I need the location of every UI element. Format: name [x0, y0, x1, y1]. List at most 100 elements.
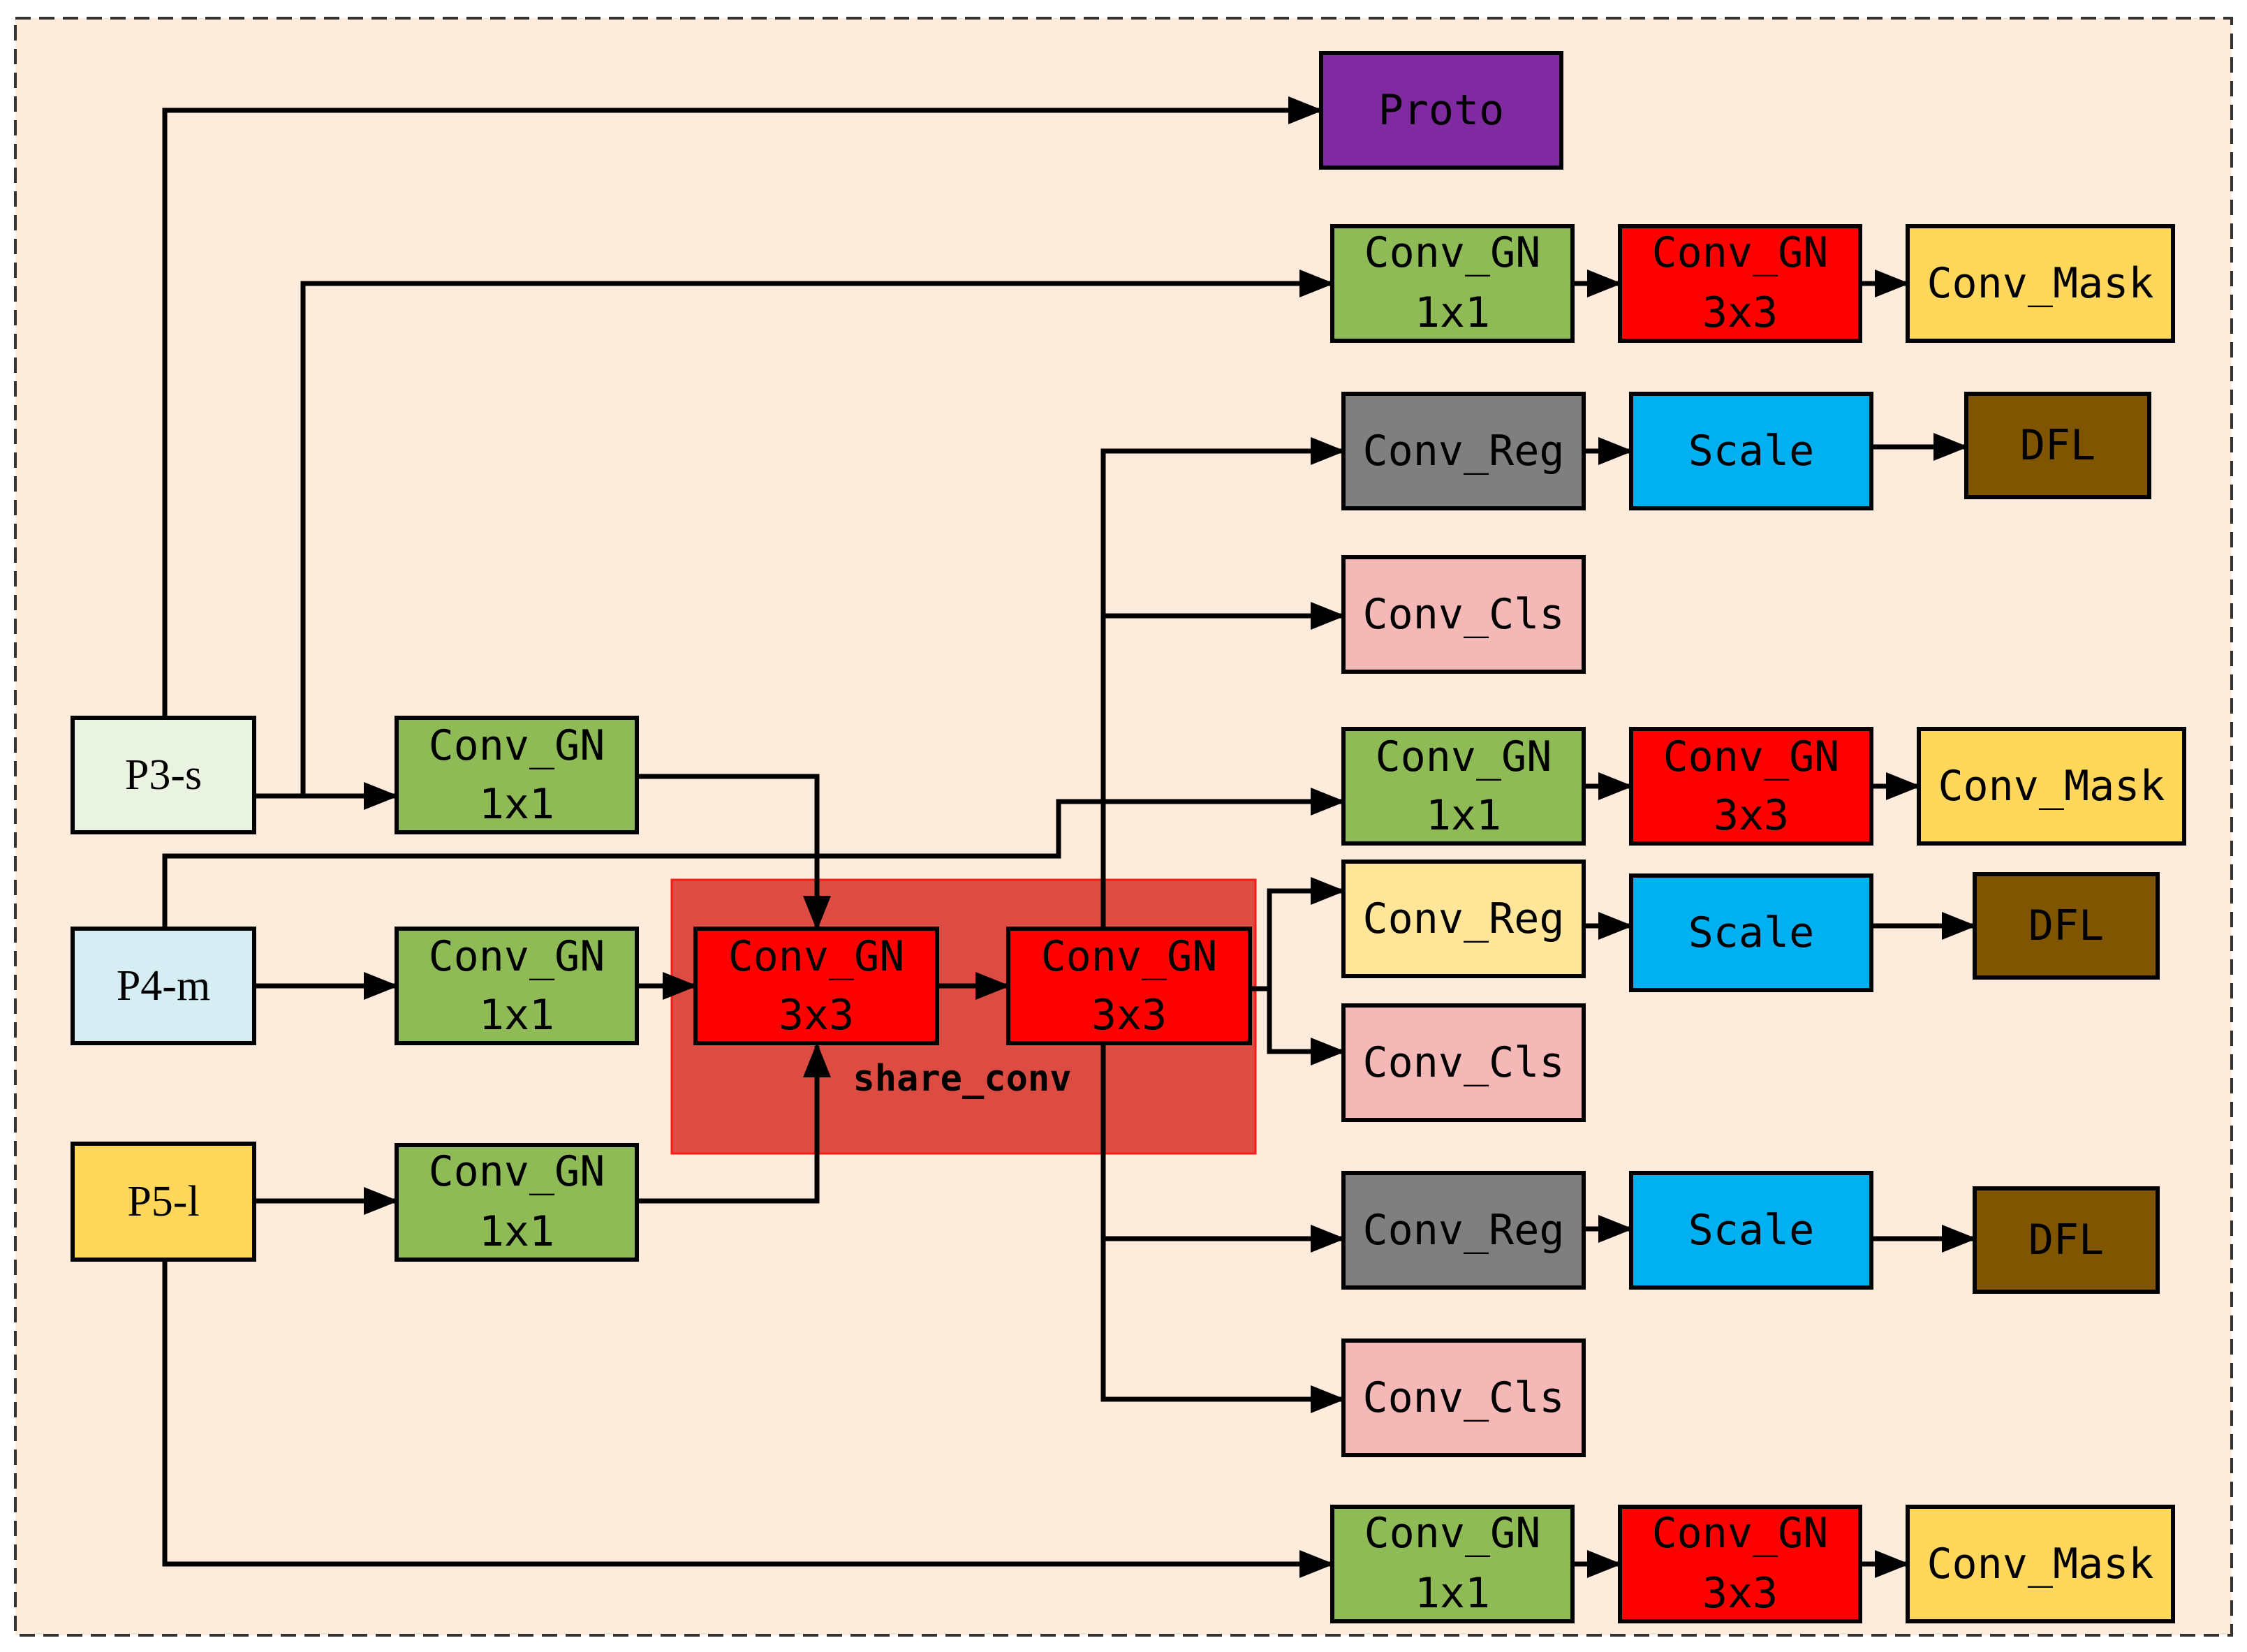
node-mask3-conv-gn-3x3-label: Conv_GN — [1652, 1509, 1829, 1558]
node-mask2-conv-mask-box — [1917, 727, 2186, 846]
share-conv-label: share_conv — [853, 1058, 1071, 1100]
node-mask3-conv-gn-3x3-label: 3x3 — [1702, 1569, 1778, 1618]
node-reg3-dfl-label: DFL — [2028, 1216, 2104, 1264]
edge-p3convgn-share — [637, 774, 831, 931]
node-reg1-dfl-label: DFL — [2020, 421, 2095, 470]
node-mask1-conv-gn-1x1-label: 1x1 — [1415, 288, 1490, 337]
node-reg2-conv-reg-label: Conv_Reg — [1363, 894, 1565, 943]
node-mask3-conv-mask: Conv_Mask — [1906, 1505, 2175, 1623]
node-reg1-scale-label: Scale — [1688, 427, 1815, 475]
node-p5-conv-gn-1x1-label: 1x1 — [479, 1207, 554, 1256]
background-panel — [14, 17, 2233, 1637]
node-mask1-conv-gn-3x3-box — [1618, 224, 1862, 343]
node-cls3-conv-cls-label: Conv_Cls — [1363, 1373, 1565, 1422]
node-p5-conv-gn-1x1-label: Conv_GN — [429, 1147, 605, 1196]
connectors — [162, 96, 1977, 1578]
edge-p5-mask3 — [162, 1261, 1334, 1578]
node-share-conv-gn-3x3-b-label: Conv_GN — [1041, 932, 1218, 981]
node-mask3-conv-gn-3x3: Conv_GN 3x3 — [1618, 1505, 1862, 1623]
node-reg3-scale-box — [1629, 1171, 1873, 1290]
node-mask2-conv-gn-3x3-label: 3x3 — [1714, 791, 1789, 840]
node-reg3-scale: Scale — [1629, 1171, 1873, 1290]
node-cls2-conv-cls-label: Conv_Cls — [1363, 1038, 1565, 1087]
node-mask2-conv-gn-1x1-box — [1341, 727, 1586, 846]
node-p4: P4-m — [71, 927, 256, 1045]
node-mask1-conv-gn-1x1-label: Conv_GN — [1364, 228, 1541, 277]
node-proto: Proto — [1319, 51, 1563, 170]
node-mask1-conv-mask: Conv_Mask — [1906, 224, 2175, 343]
node-reg3-dfl-box — [1973, 1186, 2160, 1294]
node-cls3-conv-cls-box — [1341, 1338, 1586, 1457]
node-proto-box — [1319, 51, 1563, 170]
node-cls2-conv-cls-box — [1341, 1003, 1586, 1122]
node-p5-label: P5-l — [127, 1178, 199, 1225]
node-mask2-conv-gn-3x3-label: Conv_GN — [1663, 732, 1840, 781]
node-mask2-conv-gn-3x3-box — [1629, 727, 1873, 846]
node-p4-conv-gn-1x1-box — [395, 927, 639, 1045]
node-mask1-conv-gn-1x1-box — [1330, 224, 1575, 343]
node-p3-conv-gn-1x1-label: Conv_GN — [429, 721, 605, 770]
node-reg1-scale-box — [1629, 392, 1873, 510]
node-reg2-conv-reg-box — [1341, 860, 1586, 978]
node-mask3-conv-gn-1x1-label: Conv_GN — [1364, 1509, 1541, 1558]
node-cls2-conv-cls: Conv_Cls — [1341, 1003, 1586, 1122]
node-reg1-conv-reg-box — [1341, 392, 1586, 510]
node-p3-label: P3-s — [125, 751, 202, 799]
node-p4-label: P4-m — [117, 962, 210, 1010]
edge-share-cls2 — [1267, 989, 1346, 1065]
node-mask1-conv-gn-3x3-label: 3x3 — [1702, 288, 1778, 337]
node-p3-conv-gn-1x1: Conv_GN 1x1 — [395, 716, 639, 834]
edge-p5convgn-share — [637, 1042, 831, 1204]
node-p5-conv-gn-1x1-box — [395, 1143, 639, 1262]
node-mask1-conv-mask-label: Conv_Mask — [1926, 259, 2153, 308]
node-mask2-conv-mask-label: Conv_Mask — [1938, 762, 2165, 811]
node-p4-box — [71, 927, 256, 1045]
edge-share-reg1 — [1100, 437, 1346, 927]
node-p5: P5-l — [71, 1142, 256, 1262]
node-mask1-conv-gn-1x1: Conv_GN 1x1 — [1330, 224, 1575, 343]
node-share-conv-gn-3x3-a-box — [693, 927, 939, 1045]
node-reg3-dfl: DFL — [1973, 1186, 2160, 1294]
node-mask3-conv-gn-1x1-box — [1330, 1505, 1575, 1623]
node-mask3-conv-mask-label: Conv_Mask — [1926, 1540, 2153, 1588]
node-p3-conv-gn-1x1-label: 1x1 — [479, 780, 554, 829]
node-reg1-dfl-box — [1964, 392, 2151, 499]
node-reg2-scale: Scale — [1629, 873, 1873, 992]
node-reg2-scale-label: Scale — [1688, 908, 1815, 957]
edge-p3-proto — [162, 96, 1323, 716]
node-reg1-dfl: DFL — [1964, 392, 2151, 499]
node-mask1-conv-gn-3x3-label: Conv_GN — [1652, 228, 1829, 277]
edge-share-cls3 — [1100, 1239, 1346, 1413]
node-mask2-conv-gn-1x1-label: Conv_GN — [1376, 732, 1552, 781]
node-share-conv-gn-3x3-a: Conv_GN 3x3 — [693, 927, 939, 1045]
node-cls1-conv-cls-label: Conv_Cls — [1363, 590, 1565, 639]
node-reg1-conv-reg-label: Conv_Reg — [1363, 427, 1565, 475]
node-mask3-conv-gn-1x1: Conv_GN 1x1 — [1330, 1505, 1575, 1623]
node-mask2-conv-gn-1x1: Conv_GN 1x1 — [1341, 727, 1586, 846]
node-reg3-conv-reg-box — [1341, 1171, 1586, 1290]
node-mask2-conv-gn-1x1-label: 1x1 — [1426, 791, 1501, 840]
node-mask3-conv-gn-1x1-label: 1x1 — [1415, 1569, 1490, 1618]
node-share-conv-gn-3x3-b: Conv_GN 3x3 — [1006, 927, 1252, 1045]
node-share-conv-gn-3x3-b-box — [1006, 927, 1252, 1045]
node-p4-conv-gn-1x1: Conv_GN 1x1 — [395, 927, 639, 1045]
node-reg2-conv-reg: Conv_Reg — [1341, 860, 1586, 978]
node-p3: P3-s — [71, 716, 256, 834]
node-reg3-conv-reg: Conv_Reg — [1341, 1171, 1586, 1290]
node-mask2-conv-mask: Conv_Mask — [1917, 727, 2186, 846]
node-mask1-conv-mask-box — [1906, 224, 2175, 343]
node-mask2-conv-gn-3x3: Conv_GN 3x3 — [1629, 727, 1873, 846]
node-p3-box — [71, 716, 256, 834]
node-share-conv-gn-3x3-a-label: Conv_GN — [728, 932, 905, 981]
node-p3-conv-gn-1x1-box — [395, 716, 639, 834]
node-reg1-scale: Scale — [1629, 392, 1873, 510]
edge-share-reg2 — [1250, 877, 1346, 991]
node-reg2-dfl-label: DFL — [2028, 901, 2104, 950]
node-reg2-scale-box — [1629, 873, 1873, 992]
node-share-conv-gn-3x3-a-label: 3x3 — [779, 991, 854, 1040]
node-p5-conv-gn-1x1: Conv_GN 1x1 — [395, 1143, 639, 1262]
node-reg2-dfl: DFL — [1973, 872, 2160, 980]
node-p4-conv-gn-1x1-label: 1x1 — [479, 991, 554, 1040]
node-cls1-conv-cls: Conv_Cls — [1341, 555, 1586, 674]
node-p4-conv-gn-1x1-label: Conv_GN — [429, 932, 605, 981]
